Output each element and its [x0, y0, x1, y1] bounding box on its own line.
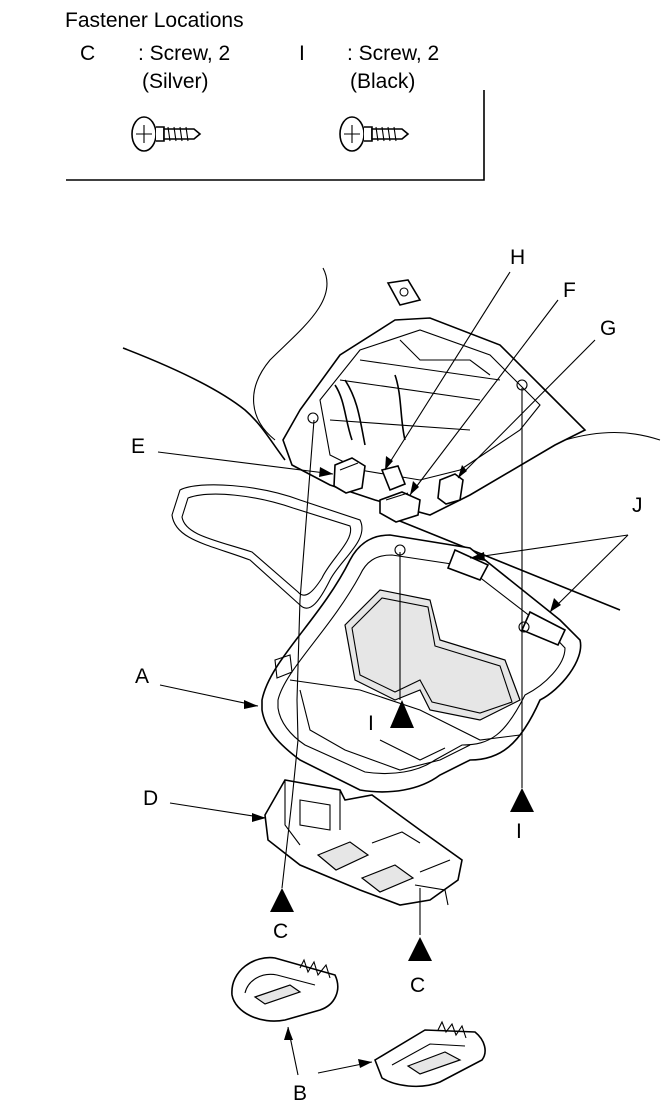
screw-icon: [339, 116, 410, 152]
up-triangle-arrow-icon: [270, 888, 294, 912]
legend-desc-i: : Screw, 2: [347, 42, 439, 65]
legend-finish-i: (Black): [350, 70, 415, 93]
callout-h: H: [510, 246, 525, 269]
console-housing: [261, 534, 582, 793]
callout-e: E: [131, 435, 145, 458]
rearview-mirror-outline: [171, 484, 363, 609]
callout-c-left: C: [273, 920, 288, 943]
up-triangle-arrow-icon: [510, 788, 534, 812]
lens-left: [231, 956, 339, 1022]
connector-f: [379, 491, 421, 523]
fastener-markers: [270, 700, 534, 961]
callout-f: F: [563, 279, 576, 302]
connector-g: [437, 473, 464, 505]
callout-j: J: [632, 494, 643, 517]
legend-desc-c: : Screw, 2: [138, 42, 230, 65]
up-triangle-arrow-icon: [408, 937, 432, 961]
callout-i-center: I: [368, 712, 374, 735]
roof-bracket: [282, 279, 587, 516]
legend-title: Fastener Locations: [65, 9, 244, 32]
callout-labels: H F G E J A I D I C C B: [131, 246, 643, 1105]
legend-border: [66, 90, 485, 181]
clip-j: [520, 610, 567, 647]
connector-e: [333, 457, 366, 494]
screw-icon: [131, 116, 202, 152]
callout-g: G: [600, 317, 616, 340]
callout-a: A: [135, 665, 149, 688]
callout-leaders: [157, 271, 629, 1076]
legend-code-c: C: [80, 42, 95, 65]
leader-arrowheads: [244, 456, 561, 1068]
up-triangle-arrow-icon: [390, 700, 414, 728]
map-light-unit: [264, 779, 463, 906]
alignment-lines: [281, 388, 523, 935]
clip-j: [446, 548, 490, 581]
roof-panel: [122, 267, 661, 611]
connector-h: [380, 465, 407, 492]
legend-finish-c: (Silver): [142, 70, 209, 93]
fastener-legend: Fastener Locations C : Screw, 2 (Silver)…: [65, 9, 485, 181]
callout-d: D: [143, 787, 158, 810]
callout-c-right: C: [410, 974, 425, 997]
callout-i-right: I: [516, 820, 522, 843]
legend-code-i: I: [299, 42, 305, 65]
callout-b: B: [293, 1082, 307, 1105]
lens-right: [374, 1020, 486, 1088]
mounting-tab: [386, 279, 422, 306]
